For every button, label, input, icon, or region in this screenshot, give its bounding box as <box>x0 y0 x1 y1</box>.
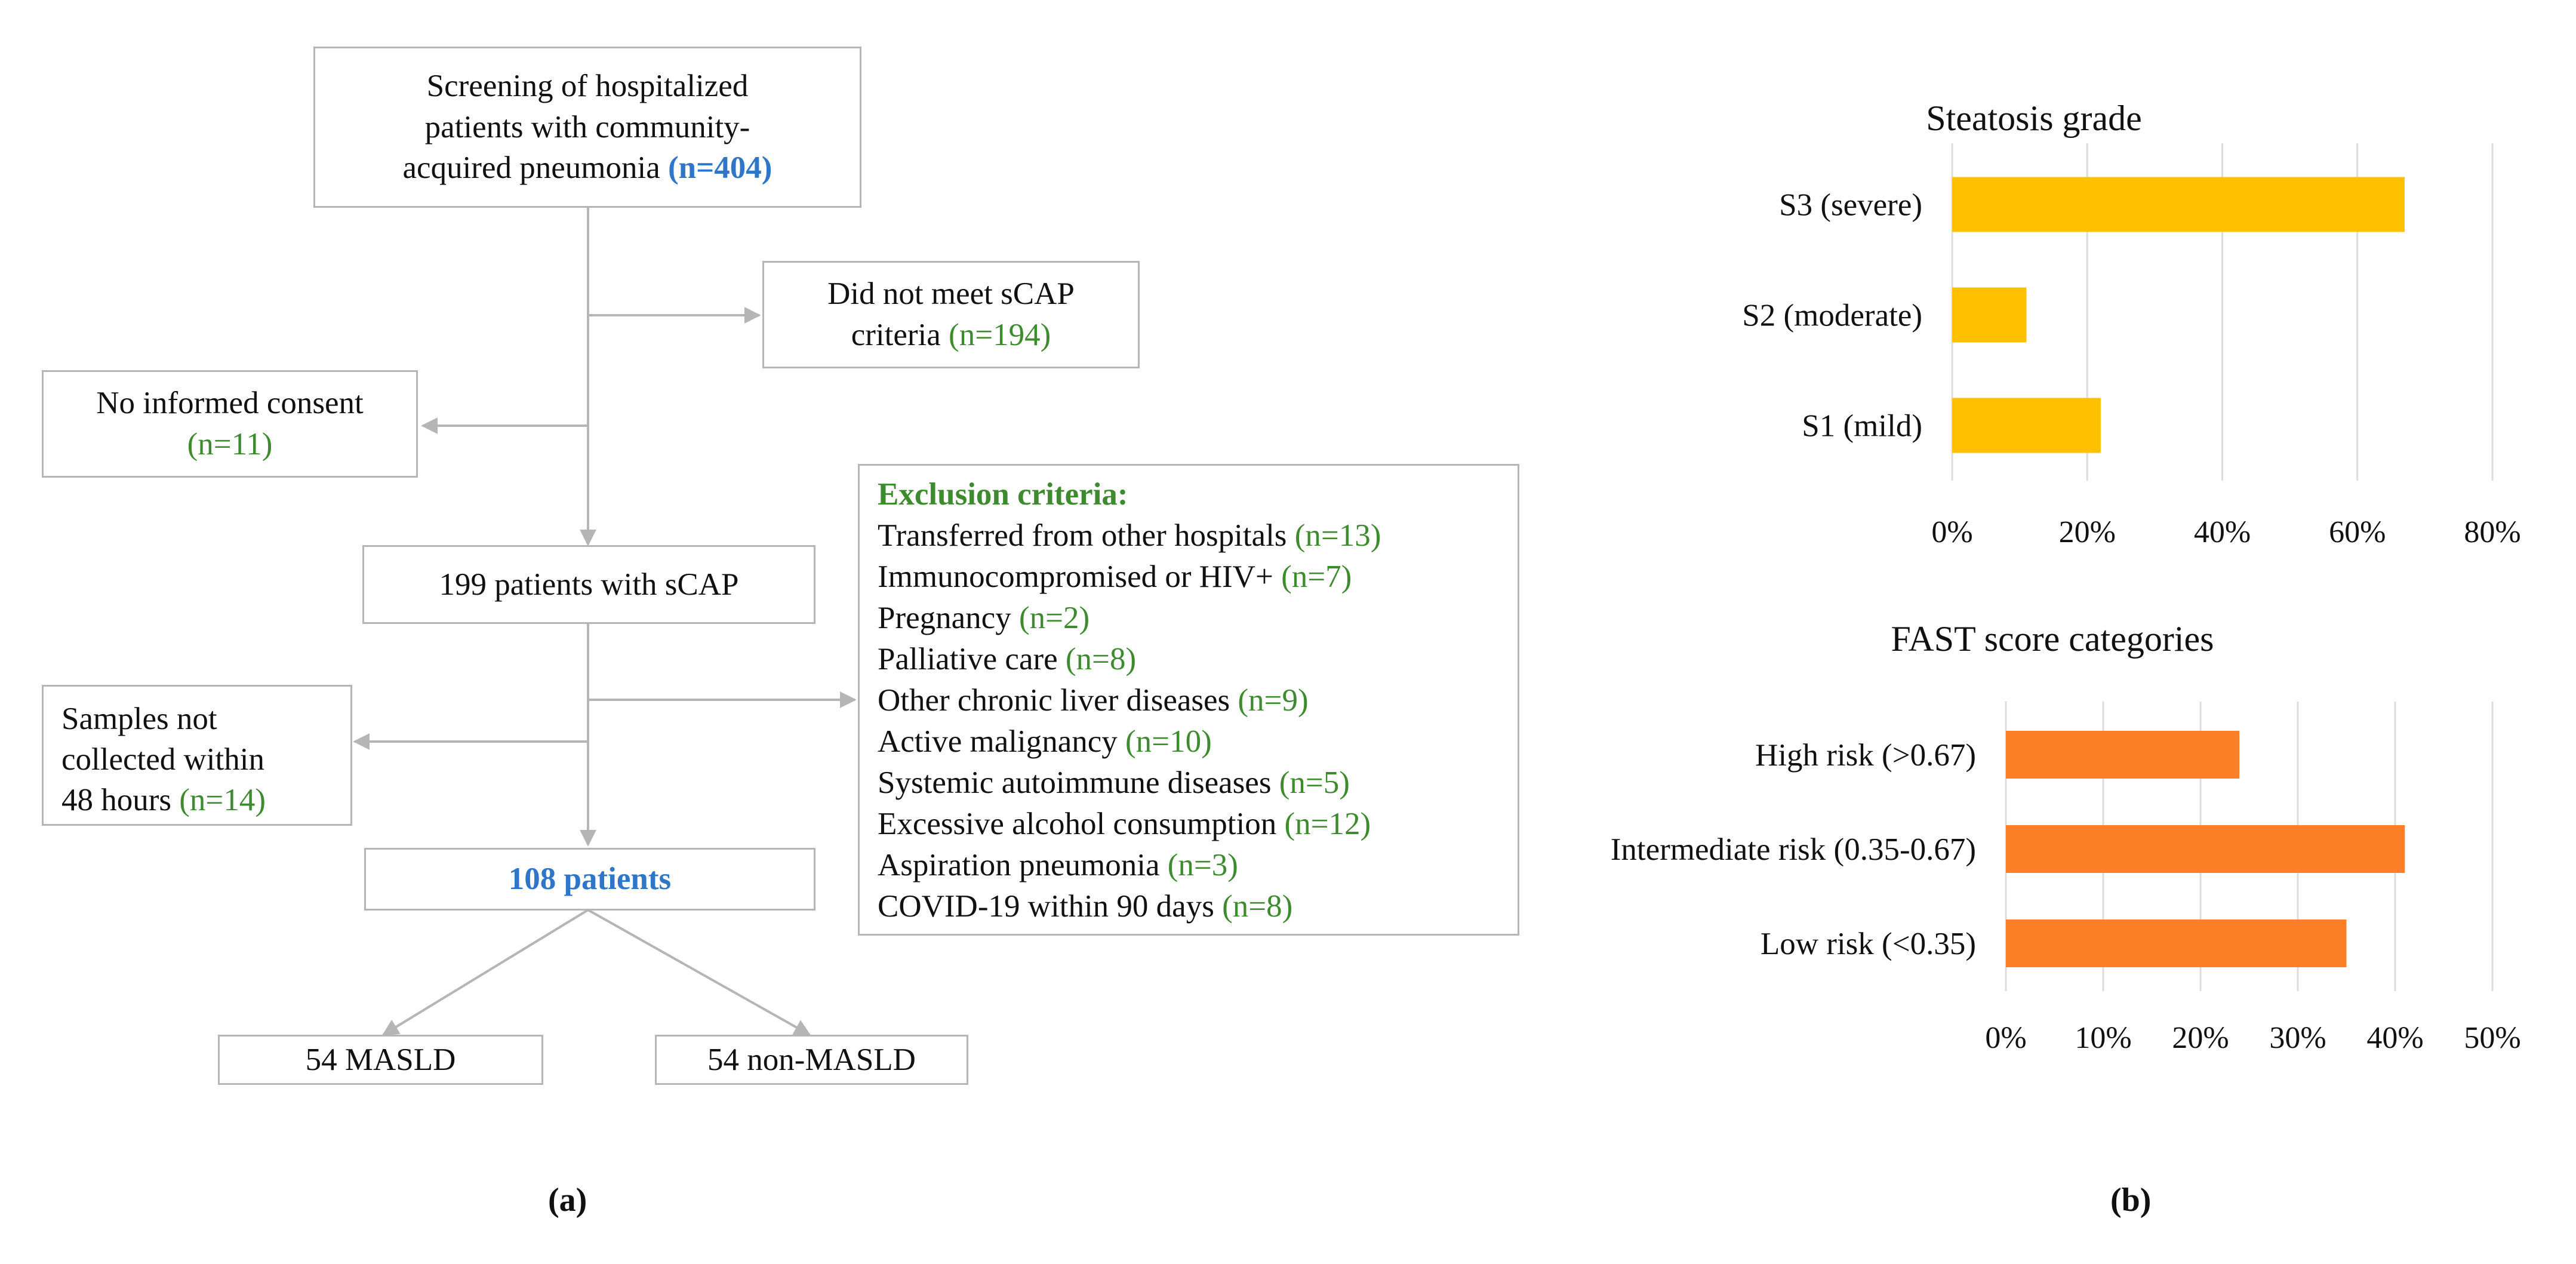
not-met-line1: Did not meet sCAP <box>827 276 1075 312</box>
category-label: Intermediate risk (0.35-0.67) <box>1611 832 1976 867</box>
category-label: S1 (mild) <box>1802 409 1922 444</box>
exclusion-item-text: COVID-19 within 90 days <box>878 889 1223 924</box>
exclusion-item: Excessive alcohol consumption (n=12) <box>878 804 1500 845</box>
exclusion-item: Immunocompromised or HIV+ (n=7) <box>878 556 1500 598</box>
x-tick-label: 30% <box>2269 1021 2326 1055</box>
exclusion-item-count: (n=13) <box>1294 518 1381 553</box>
masld-label: 54 MASLD <box>305 1042 456 1077</box>
steatosis-chart: Steatosis grade 0% 20% 40% 60% 80% S3 (severe)… <box>1742 99 2520 549</box>
scap-box: 199 patients with sCAP <box>362 545 815 624</box>
exclusion-item-count: (n=8) <box>1222 889 1293 924</box>
exclusion-item-count: (n=3) <box>1167 848 1238 882</box>
bar <box>1952 287 2027 343</box>
category-label: High risk (>0.67) <box>1755 738 1976 773</box>
exclusion-item-text: Excessive alcohol consumption <box>878 807 1285 841</box>
bar <box>1952 398 2101 453</box>
exclusion-item: Systemic autoimmune diseases (n=5) <box>878 762 1500 804</box>
samples-box: Samples not collected within 48 hours (n… <box>42 685 352 826</box>
no-consent-count: (n=11) <box>187 427 273 462</box>
exclusion-item: Other chronic liver diseases (n=9) <box>878 680 1500 721</box>
screening-box: Screening of hospitalized patients with … <box>313 47 861 208</box>
exclusion-item: Active malignancy (n=10) <box>878 721 1500 762</box>
scap-label: 199 patients with sCAP <box>439 567 739 602</box>
screening-line3: acquired pneumonia <box>402 150 668 186</box>
fast-score-chart: FAST score categories 0% 10% 20% 30% 40% 50% Hi… <box>1611 619 2521 1055</box>
samples-count: (n=14) <box>179 783 266 817</box>
screening-count: (n=404) <box>667 150 773 186</box>
bar <box>2006 919 2347 967</box>
exclusion-item-text: Palliative care <box>878 642 1066 676</box>
exclusion-item-count: (n=7) <box>1281 559 1352 594</box>
exclusion-item-text: Systemic autoimmune diseases <box>878 765 1279 800</box>
exclusion-item: Pregnancy (n=2) <box>878 598 1500 639</box>
non-masld-label: 54 non-MASLD <box>707 1042 916 1077</box>
not-met-box: Did not meet sCAP criteria (n=194) <box>762 261 1140 368</box>
non-masld-box: 54 non-MASLD <box>655 1035 968 1085</box>
chart-title: FAST score categories <box>1891 619 2214 659</box>
final-label: 108 patients <box>508 862 672 897</box>
final-box: 108 patients <box>364 848 815 911</box>
screening-line1: Screening of hospitalized <box>426 68 749 103</box>
x-tick-label: 50% <box>2464 1021 2520 1055</box>
exclusion-item-count: (n=9) <box>1238 683 1309 718</box>
category-label: Low risk (<0.35) <box>1761 927 1976 961</box>
category-label: S2 (moderate) <box>1742 299 1922 333</box>
screening-line2: patients with community- <box>424 109 750 144</box>
x-tick-label: 0% <box>1931 515 1972 549</box>
exclusion-item-count: (n=10) <box>1125 724 1212 759</box>
no-consent-box: No informed consent (n=11) <box>42 370 418 478</box>
exclusion-item: Transferred from other hospitals (n=13) <box>878 515 1500 556</box>
exclusion-item-text: Other chronic liver diseases <box>878 683 1238 718</box>
x-tick-label: 0% <box>1985 1021 2026 1055</box>
samples-line3: 48 hours <box>61 783 180 817</box>
category-label: S3 (severe) <box>1779 188 1922 223</box>
x-tick-label: 40% <box>2366 1021 2423 1055</box>
not-met-count: (n=194) <box>949 318 1051 352</box>
x-tick-label: 80% <box>2464 515 2520 549</box>
exclusion-box: Exclusion criteria: Transferred from oth… <box>858 464 1519 936</box>
bar <box>2006 825 2405 873</box>
caption-a: (a) <box>548 1182 587 1219</box>
x-tick-label: 20% <box>2059 515 2116 549</box>
samples-line1: Samples not <box>61 702 217 736</box>
bar <box>1952 177 2405 232</box>
chart-title: Steatosis grade <box>1926 99 2142 138</box>
exclusion-item-text: Pregnancy <box>878 601 1019 635</box>
samples-line2: collected within <box>61 742 264 777</box>
caption-b: (b) <box>2110 1182 2152 1219</box>
exclusion-item-text: Active malignancy <box>878 724 1126 759</box>
exclusion-item: Palliative care (n=8) <box>878 639 1500 680</box>
exclusion-item-count: (n=2) <box>1018 601 1090 635</box>
x-tick-label: 60% <box>2329 515 2386 549</box>
exclusion-item-text: Transferred from other hospitals <box>878 518 1295 553</box>
exclusion-title: Exclusion criteria: <box>878 477 1128 512</box>
connector-to-non-masld <box>587 909 811 1036</box>
exclusion-item-count: (n=5) <box>1279 765 1350 800</box>
bar <box>2006 731 2240 779</box>
x-tick-label: 10% <box>2075 1021 2131 1055</box>
x-tick-label: 40% <box>2194 515 2251 549</box>
exclusion-item-text: Immunocompromised or HIV+ <box>878 559 1282 594</box>
exclusion-item-text: Aspiration pneumonia <box>878 848 1168 882</box>
masld-box: 54 MASLD <box>218 1035 543 1085</box>
not-met-line2: criteria <box>851 318 949 352</box>
no-consent-line1: No informed consent <box>96 386 364 421</box>
exclusion-item: Aspiration pneumonia (n=3) <box>878 845 1500 886</box>
x-tick-label: 20% <box>2172 1021 2229 1055</box>
exclusion-item-count: (n=8) <box>1065 642 1137 676</box>
connector-to-masld <box>381 909 589 1036</box>
exclusion-item: COVID-19 within 90 days (n=8) <box>878 886 1500 927</box>
exclusion-item-count: (n=12) <box>1284 807 1371 841</box>
